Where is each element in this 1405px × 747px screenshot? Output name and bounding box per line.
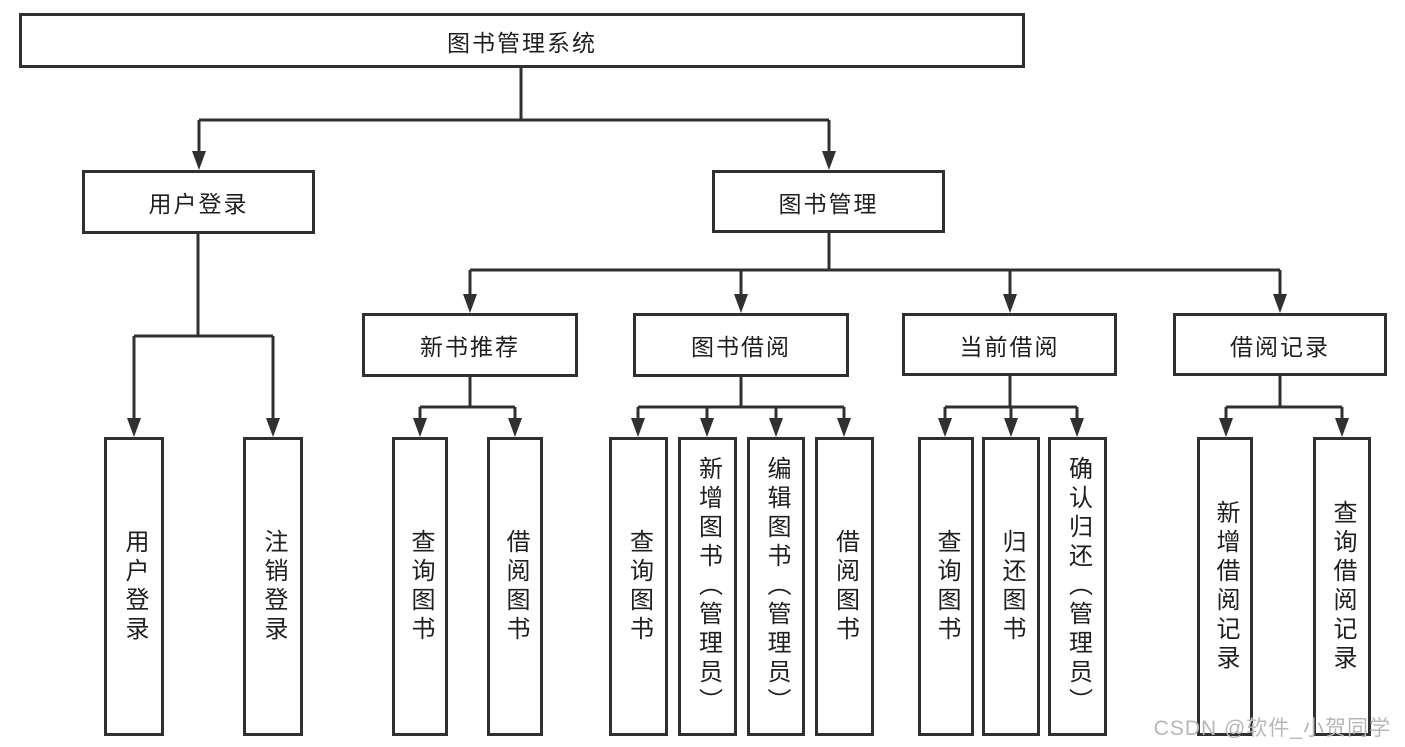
leaf-borrow-edit-book-label: 编辑图书（管理员） <box>763 456 790 717</box>
diagram-node-new-book-recommend: 新书推荐 <box>362 313 578 377</box>
diagram-node-borrow-records: 借阅记录 <box>1173 313 1387 376</box>
user-login-label: 用户登录 <box>148 191 249 217</box>
diagram-node-user-login: 用户登录 <box>82 170 315 234</box>
leaf-borrow-book: 借阅图书 <box>815 437 874 736</box>
diagram-node-root: 图书管理系统 <box>19 13 1025 68</box>
leaf-newbooks-borrow-label: 借阅图书 <box>502 528 529 645</box>
arrowhead-icons <box>127 151 1349 437</box>
book-management-label: 图书管理 <box>778 190 879 217</box>
leaf-records-add: 新增借阅记录 <box>1197 437 1253 736</box>
leaf-borrow-add-book-label: 新增图书（管理员） <box>694 456 722 717</box>
diagram-node-book-borrow: 图书借阅 <box>633 313 849 377</box>
leaf-current-query: 查询图书 <box>918 437 974 736</box>
leaf-borrow-edit-book: 编辑图书（管理员） <box>747 437 805 736</box>
leaf-borrow-add-book: 新增图书（管理员） <box>678 437 737 736</box>
leaf-logout-label: 注销登录 <box>260 528 287 645</box>
leaf-current-confirm-return: 确认归还（管理员） <box>1048 437 1107 736</box>
leaf-records-query-label: 查询借阅记录 <box>1329 499 1356 674</box>
leaf-newbooks-query: 查询图书 <box>392 437 448 736</box>
leaf-borrow-book-label: 借阅图书 <box>831 528 859 645</box>
leaf-borrow-query-label: 查询图书 <box>625 528 653 645</box>
leaf-newbooks-borrow: 借阅图书 <box>487 437 543 736</box>
borrow-records-label: 借阅记录 <box>1230 333 1330 360</box>
leaf-current-return: 归还图书 <box>982 437 1040 736</box>
leaf-user-login-label: 用户登录 <box>121 528 148 645</box>
leaf-records-query: 查询借阅记录 <box>1313 437 1371 736</box>
diagram-node-current-borrow: 当前借阅 <box>902 313 1117 376</box>
leaf-logout: 注销登录 <box>243 437 303 736</box>
leaf-newbooks-query-label: 查询图书 <box>407 528 434 645</box>
csdn-watermark: CSDN @软件_小贺同学 <box>1153 717 1391 740</box>
diagram-node-book-management: 图书管理 <box>712 170 945 233</box>
current-borrow-label: 当前借阅 <box>959 333 1060 360</box>
leaf-user-login: 用户登录 <box>104 437 164 736</box>
leaf-records-add-label: 新增借阅记录 <box>1212 499 1239 674</box>
leaf-current-query-label: 查询图书 <box>933 528 960 645</box>
leaf-current-confirm-return-label: 确认归还（管理员） <box>1064 456 1092 717</box>
new-book-recommend-label: 新书推荐 <box>420 334 520 360</box>
root-label: 图书管理系统 <box>447 29 597 56</box>
leaf-current-return-label: 归还图书 <box>998 528 1025 645</box>
book-borrow-label: 图书借阅 <box>691 334 791 360</box>
leaf-borrow-query: 查询图书 <box>609 437 668 736</box>
